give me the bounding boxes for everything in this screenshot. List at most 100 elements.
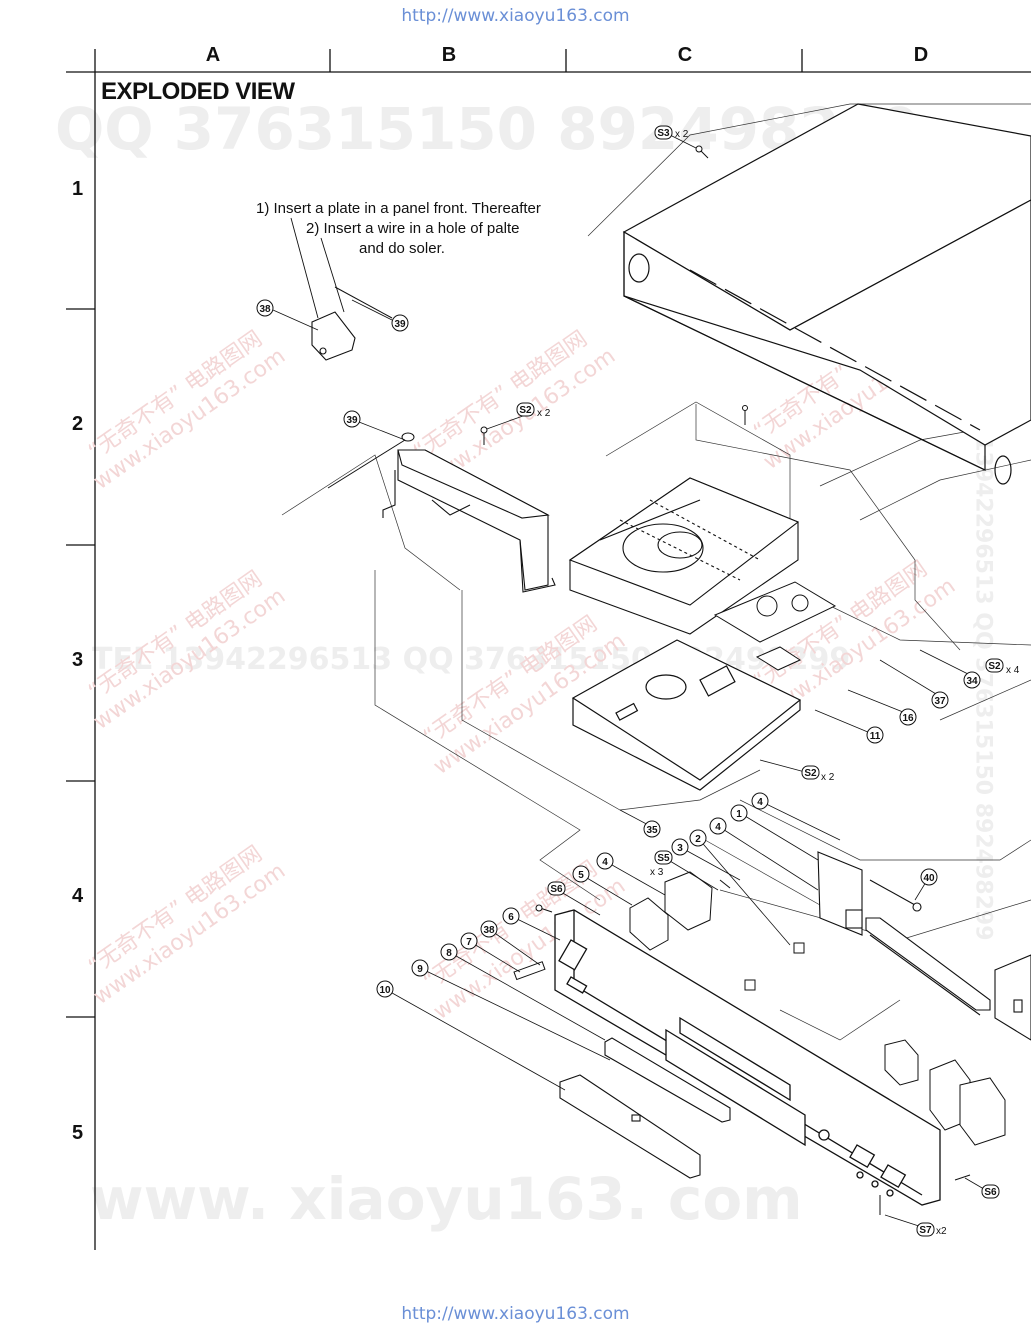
dvd-loader — [568, 477, 800, 635]
plate-part — [311, 311, 356, 361]
svg-text:S2: S2 — [988, 661, 1001, 672]
svg-text:S6: S6 — [550, 884, 563, 895]
svg-text:2: 2 — [695, 834, 701, 845]
part-balloon-4-b: 4 — [709, 817, 727, 835]
row-header-4: 4 — [72, 885, 84, 907]
svg-text:6: 6 — [508, 912, 514, 923]
svg-text:S7: S7 — [919, 1225, 932, 1236]
watermark-bottom: www. xiaoyu163. com — [90, 1165, 803, 1233]
chassis-plate — [571, 639, 802, 791]
header-url[interactable]: http://www.xiaoyu163.com — [401, 6, 630, 26]
display-window — [604, 1037, 731, 1123]
svg-text:9: 9 — [417, 964, 423, 975]
svg-text:40: 40 — [923, 873, 935, 884]
assembly-note-line-3: and do soler. — [359, 240, 445, 257]
svg-text:x 4: x 4 — [1006, 665, 1020, 676]
part-balloon-2: 2 — [689, 829, 707, 847]
grid-frame — [66, 49, 1031, 1250]
svg-text:16: 16 — [902, 713, 914, 724]
column-header-b: B — [441, 44, 457, 66]
page-title: EXPLODED VIEW — [101, 78, 295, 105]
screw-label-s7: S7 x2 — [916, 1222, 947, 1237]
svg-text:S2: S2 — [804, 768, 817, 779]
screw-label-s2-b: S2 x 4 — [985, 658, 1020, 676]
part-balloon-34: 34 — [963, 671, 981, 689]
svg-text:x 2: x 2 — [537, 408, 551, 419]
screw-labels: S3 x 2 S2 x 2 S2 x 4 S2 x 2 S5 x 3 S6 — [516, 125, 1020, 1237]
front-panel — [554, 909, 941, 1206]
part-balloon-3: 3 — [671, 838, 689, 856]
svg-text:8: 8 — [446, 948, 452, 959]
part-balloon-37: 37 — [931, 691, 949, 709]
svg-text:37: 37 — [934, 696, 946, 707]
screw-label-s6-b: S6 — [981, 1184, 1000, 1199]
svg-text:35: 35 — [646, 825, 658, 836]
svg-text:34: 34 — [966, 676, 978, 687]
svg-text:38: 38 — [483, 925, 495, 936]
svg-text:x 2: x 2 — [675, 129, 689, 140]
assembly-note-line-2: 2) Insert a wire in a hole of palte — [306, 220, 520, 237]
part-balloon-8: 8 — [440, 943, 458, 961]
part-balloon-5: 5 — [572, 865, 590, 883]
traverse-mechanism — [713, 581, 837, 671]
top-cover — [622, 103, 1031, 485]
svg-text:3: 3 — [677, 843, 683, 854]
screws — [480, 145, 748, 913]
connector-rail — [865, 917, 991, 1016]
row-header-1: 1 — [72, 178, 84, 200]
part-balloon-1: 1 — [730, 804, 748, 822]
svg-text:x 3: x 3 — [650, 867, 664, 878]
leader-lines — [272, 134, 990, 1229]
part-balloon-4-a: 4 — [751, 792, 769, 810]
svg-text:39: 39 — [346, 415, 358, 426]
screw-label-s2-c: S2 x 2 — [801, 765, 835, 783]
part-balloon-7: 7 — [460, 932, 478, 950]
part-balloon-11: 11 — [866, 726, 884, 744]
screw-label-s2-a: S2 x 2 — [516, 402, 551, 419]
column-header-a: A — [205, 44, 221, 66]
column-header-c: C — [677, 44, 693, 66]
screw-label-s5: S5 x 3 — [650, 850, 673, 878]
part-balloons: 38 39 39 34 37 16 11 35 1 4 4 2 3 4 5 6 … — [256, 299, 981, 998]
part-balloon-9: 9 — [411, 959, 429, 977]
svg-text:10: 10 — [379, 985, 391, 996]
assembly-note-line-1: 1) Insert a plate in a panel front. Ther… — [256, 200, 541, 217]
screw-label-s3: S3 x 2 — [654, 125, 689, 140]
tray-door — [559, 1074, 701, 1179]
part-balloon-35: 35 — [643, 820, 661, 838]
front-components — [513, 871, 1006, 1215]
column-header-d: D — [913, 44, 929, 66]
svg-text:S5: S5 — [657, 853, 670, 864]
main-pcb — [817, 851, 922, 936]
svg-text:5: 5 — [578, 870, 584, 881]
part-balloon-38-b: 38 — [480, 920, 498, 938]
left-bracket — [382, 449, 556, 593]
part-balloon-40: 40 — [920, 868, 938, 886]
part-balloon-39-a: 39 — [391, 314, 409, 332]
part-balloon-16: 16 — [899, 708, 917, 726]
svg-text:S3: S3 — [657, 128, 670, 139]
svg-text:39: 39 — [394, 319, 406, 330]
svg-text:x 2: x 2 — [821, 772, 835, 783]
part-balloon-39-b: 39 — [343, 410, 361, 428]
row-header-3: 3 — [72, 649, 84, 671]
screw-label-s6-a: S6 — [547, 881, 566, 896]
svg-text:11: 11 — [870, 731, 881, 742]
svg-text:4: 4 — [715, 822, 721, 833]
svg-text:x2: x2 — [936, 1226, 947, 1237]
svg-text:1: 1 — [736, 809, 742, 820]
svg-text:4: 4 — [757, 797, 763, 808]
footer-url[interactable]: http://www.xiaoyu163.com — [401, 1304, 630, 1324]
row-header-5: 5 — [72, 1122, 84, 1144]
svg-text:4: 4 — [602, 857, 608, 868]
part-balloon-10: 10 — [376, 980, 394, 998]
svg-text:S6: S6 — [984, 1187, 997, 1198]
svg-text:7: 7 — [466, 937, 472, 948]
right-board — [994, 954, 1031, 1041]
part-balloon-6: 6 — [502, 907, 520, 925]
note-pointers — [290, 217, 345, 319]
svg-text:38: 38 — [259, 304, 271, 315]
part-balloon-38-a: 38 — [256, 299, 274, 317]
row-header-2: 2 — [72, 413, 84, 435]
